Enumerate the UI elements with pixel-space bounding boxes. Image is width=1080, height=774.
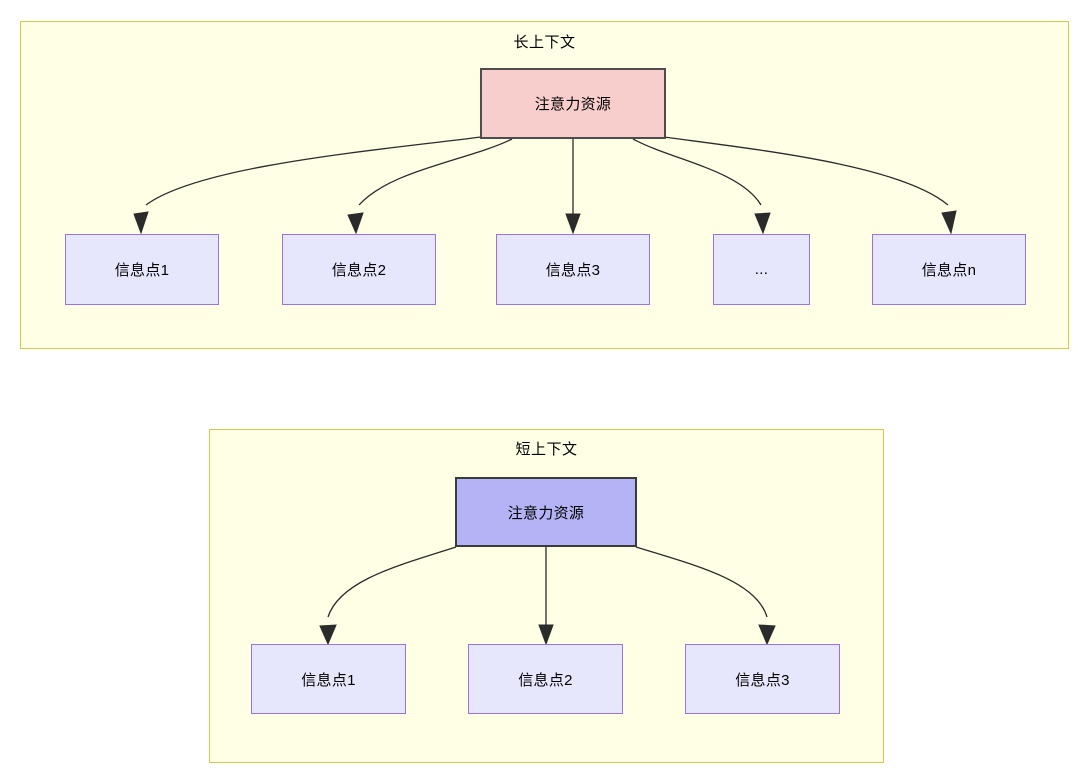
panel-short-context-title: 短上下文 bbox=[515, 441, 578, 458]
node-attention-resource-long-label: 注意力资源 bbox=[534, 96, 612, 113]
node-attention-resource-short[interactable]: 注意力资源 bbox=[455, 477, 637, 547]
node-attention-resource-long[interactable]: 注意力资源 bbox=[480, 68, 666, 139]
node-info-point-2-short-label: 信息点2 bbox=[518, 671, 573, 689]
node-info-point-2-long[interactable]: 信息点2 bbox=[282, 234, 436, 305]
node-info-point-3-short-label: 信息点3 bbox=[735, 671, 790, 689]
node-info-point-1-long[interactable]: 信息点1 bbox=[65, 234, 219, 305]
node-info-point-n-long-label: 信息点n bbox=[921, 262, 977, 279]
node-info-point-1-short[interactable]: 信息点1 bbox=[251, 644, 406, 714]
node-info-point-n-long[interactable]: 信息点n bbox=[872, 234, 1026, 305]
node-info-point-2-long-label: 信息点2 bbox=[331, 262, 387, 279]
node-info-point-1-short-label: 信息点1 bbox=[301, 671, 356, 689]
node-info-point-3-long-label: 信息点3 bbox=[545, 262, 601, 279]
node-info-point-ellipsis-long-label: ... bbox=[754, 261, 769, 278]
node-info-point-1-long-label: 信息点1 bbox=[114, 262, 170, 279]
node-info-point-2-short[interactable]: 信息点2 bbox=[468, 644, 623, 714]
node-attention-resource-short-label: 注意力资源 bbox=[507, 504, 585, 522]
node-info-point-3-short[interactable]: 信息点3 bbox=[685, 644, 840, 714]
panel-long-context-title: 长上下文 bbox=[513, 34, 576, 51]
node-info-point-3-long[interactable]: 信息点3 bbox=[496, 234, 650, 305]
node-info-point-ellipsis-long[interactable]: ... bbox=[713, 234, 810, 305]
